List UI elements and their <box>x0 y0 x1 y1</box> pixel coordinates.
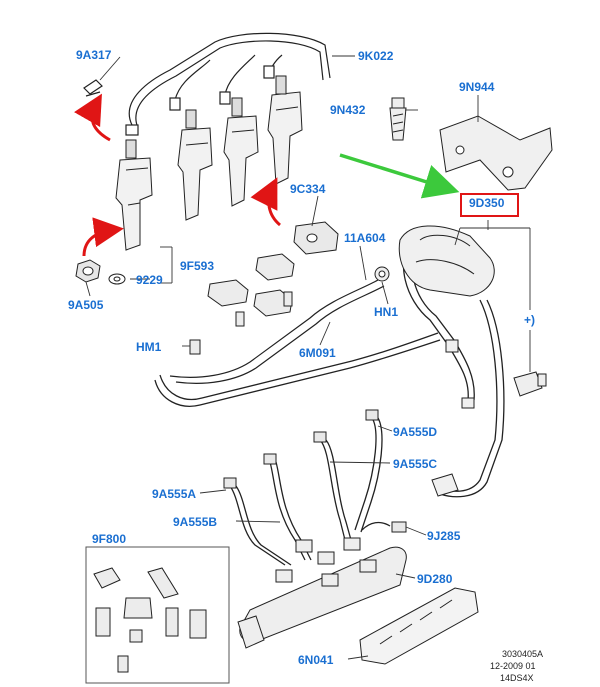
bracket-9N944 <box>439 115 553 191</box>
bolt-9N432 <box>389 97 407 141</box>
sensor-plus <box>513 371 547 397</box>
label-9D350[interactable]: 9D350 <box>469 196 505 210</box>
label-9D280[interactable]: 9D280 <box>417 572 453 586</box>
label-9A555A[interactable]: 9A555A <box>152 487 197 501</box>
label-9F800[interactable]: 9F800 <box>92 532 127 546</box>
injector-set <box>115 75 303 251</box>
label-9229[interactable]: 9229 <box>136 273 163 287</box>
sensor-HN1 <box>374 266 390 282</box>
footer-date: 12-2009 01 <box>490 661 536 671</box>
highlight-box-9D350 <box>460 193 519 217</box>
fuel-filter-housing <box>398 225 495 497</box>
label-9C334[interactable]: 9C334 <box>290 182 326 196</box>
label-9A555B[interactable]: 9A555B <box>173 515 218 529</box>
label-9N944[interactable]: 9N944 <box>459 80 495 94</box>
label-9K022[interactable]: 9K022 <box>358 49 394 63</box>
green-arrow <box>339 153 460 199</box>
label-plus-note[interactable]: +) <box>524 313 536 327</box>
footer-code: 3030405A <box>502 649 544 659</box>
red-arrows <box>74 93 282 257</box>
label-HN1[interactable]: HN1 <box>374 305 399 319</box>
leak-off-pipe <box>125 32 331 136</box>
injector-removed <box>115 139 153 251</box>
label-9A317[interactable]: 9A317 <box>76 48 112 62</box>
nut-9A505 <box>75 259 101 283</box>
footer-model: 14DS4X <box>500 673 534 683</box>
fuel-rail-9D280 <box>237 537 407 649</box>
label-11A604[interactable]: 11A604 <box>344 231 386 245</box>
label-9F593[interactable]: 9F593 <box>180 259 215 273</box>
label-HM1[interactable]: HM1 <box>136 340 162 354</box>
pipe-nuts <box>223 409 407 533</box>
label-6M091[interactable]: 6M091 <box>299 346 336 360</box>
fuel-pipe-11A604 <box>169 279 385 384</box>
label-9A505[interactable]: 9A505 <box>68 298 104 312</box>
kit-9F800 <box>85 546 230 684</box>
injector-3 <box>267 75 303 185</box>
washer-9229 <box>108 273 126 285</box>
label-9A555C[interactable]: 9A555C <box>393 457 438 471</box>
injector-1 <box>177 109 213 221</box>
label-9N432[interactable]: 9N432 <box>330 103 366 117</box>
heat-shield-6N041 <box>359 587 479 665</box>
part-HM1 <box>189 339 201 355</box>
label-9A555D[interactable]: 9A555D <box>393 425 438 439</box>
clamp-9C334 <box>293 221 339 255</box>
injector-2 <box>223 97 259 207</box>
clip-9A317 <box>83 79 103 97</box>
leader-lines <box>85 55 531 660</box>
injector-pipes <box>229 417 391 566</box>
label-6N041[interactable]: 6N041 <box>298 653 334 667</box>
rocker-parts <box>189 253 295 355</box>
label-9J285[interactable]: 9J285 <box>427 529 461 543</box>
